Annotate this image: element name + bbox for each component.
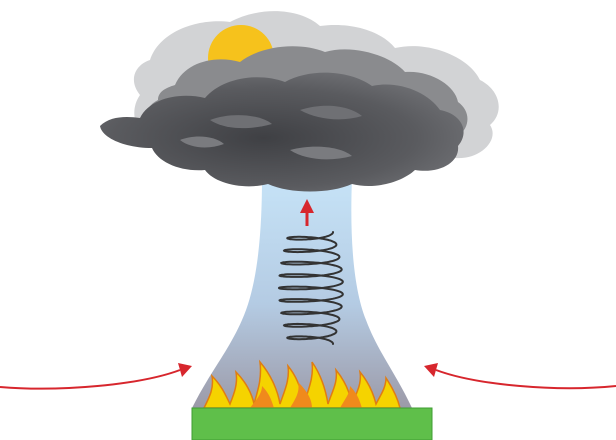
left-arrow-icon	[424, 363, 616, 390]
right-arrow-icon	[0, 363, 192, 390]
air-column	[192, 178, 412, 408]
ground	[191, 407, 433, 440]
up-arrow-icon	[300, 199, 314, 226]
fire-icon	[202, 359, 401, 409]
cloud-dark	[100, 72, 464, 192]
spiral-icon	[277, 231, 344, 345]
